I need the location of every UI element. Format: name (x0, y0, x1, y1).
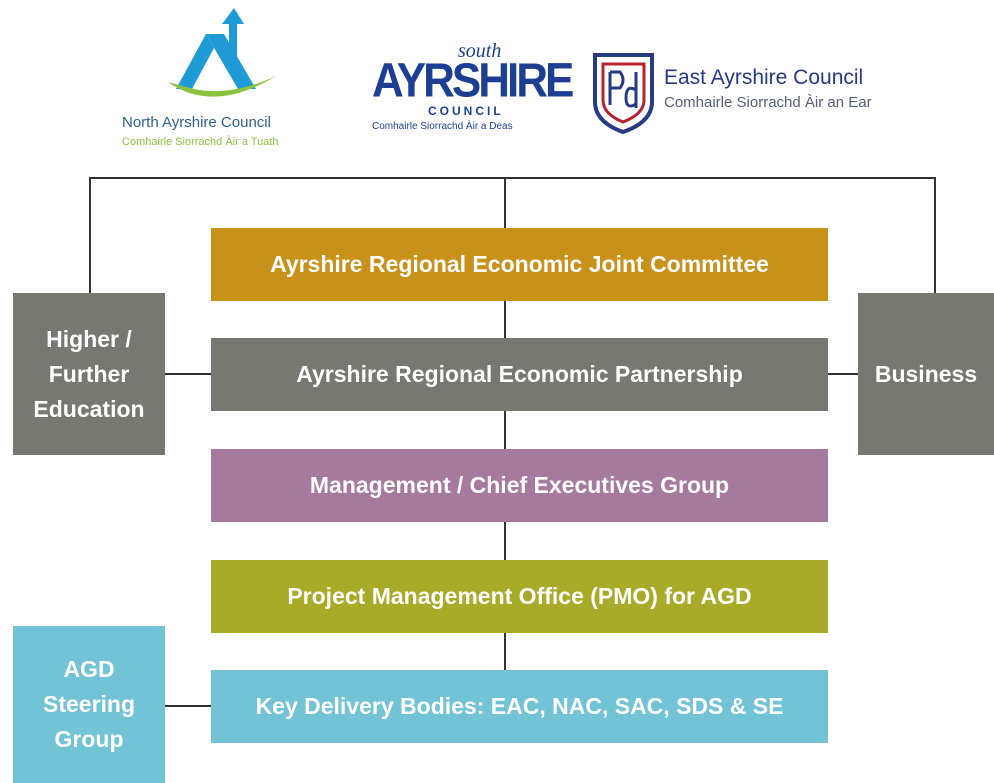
steering-line-2: Steering (42, 691, 136, 717)
higher-education-line-2: Further (48, 360, 130, 387)
east-ayrshire-council-logo: East Ayrshire Council Comhairle Siorrach… (588, 50, 898, 135)
joint-committee-label: Ayrshire Regional Economic Joint Committ… (270, 251, 769, 277)
south-ayrshire-south-text: south (458, 40, 502, 62)
top-bracket-line (89, 177, 936, 293)
higher-education-box: Higher / Further Education (13, 293, 165, 455)
south-ayrshire-council-text: COUNCIL (428, 104, 504, 118)
pmo-label: Project Management Office (PMO) for AGD (287, 583, 752, 609)
delivery-bodies-label: Key Delivery Bodies: EAC, NAC, SAC, SDS … (255, 693, 784, 719)
business-label: Business (874, 360, 978, 387)
agd-steering-group-box: AGD Steering Group (13, 626, 165, 783)
partnership-box: Ayrshire Regional Economic Partnership (211, 338, 828, 411)
north-ayrshire-emblem-icon (168, 8, 276, 97)
joint-committee-box: Ayrshire Regional Economic Joint Committ… (211, 228, 828, 301)
management-group-label: Management / Chief Executives Group (309, 472, 730, 498)
north-ayrshire-gaelic: Comhairle Siorrachd Àir a Tuath (122, 136, 279, 148)
east-ayrshire-shield-icon (593, 53, 654, 135)
steering-line-3: Group (54, 726, 124, 752)
east-ayrshire-name: East Ayrshire Council (664, 66, 864, 89)
south-ayrshire-council-logo: south AYRSHIRE COUNCIL Comhairle Siorrac… (370, 40, 574, 139)
delivery-bodies-box: Key Delivery Bodies: EAC, NAC, SAC, SDS … (211, 670, 828, 743)
steering-line-1: AGD (63, 656, 115, 682)
south-ayrshire-gaelic: Comhairle Siorrachd Àir a Deas (372, 121, 513, 132)
south-ayrshire-main-text: AYRSHIRE (372, 53, 574, 108)
pmo-box: Project Management Office (PMO) for AGD (211, 560, 828, 633)
higher-education-line-3: Education (33, 395, 145, 422)
management-group-box: Management / Chief Executives Group (211, 449, 828, 522)
higher-education-line-1: Higher / (46, 325, 132, 352)
east-ayrshire-gaelic: Comhairle Siorrachd Àir an Ear (664, 94, 872, 111)
north-ayrshire-council-logo: North Ayrshire Council Comhairle Siorrac… (118, 4, 318, 150)
partnership-label: Ayrshire Regional Economic Partnership (296, 361, 743, 387)
north-ayrshire-name: North Ayrshire Council (122, 114, 271, 131)
business-box: Business (858, 293, 994, 455)
